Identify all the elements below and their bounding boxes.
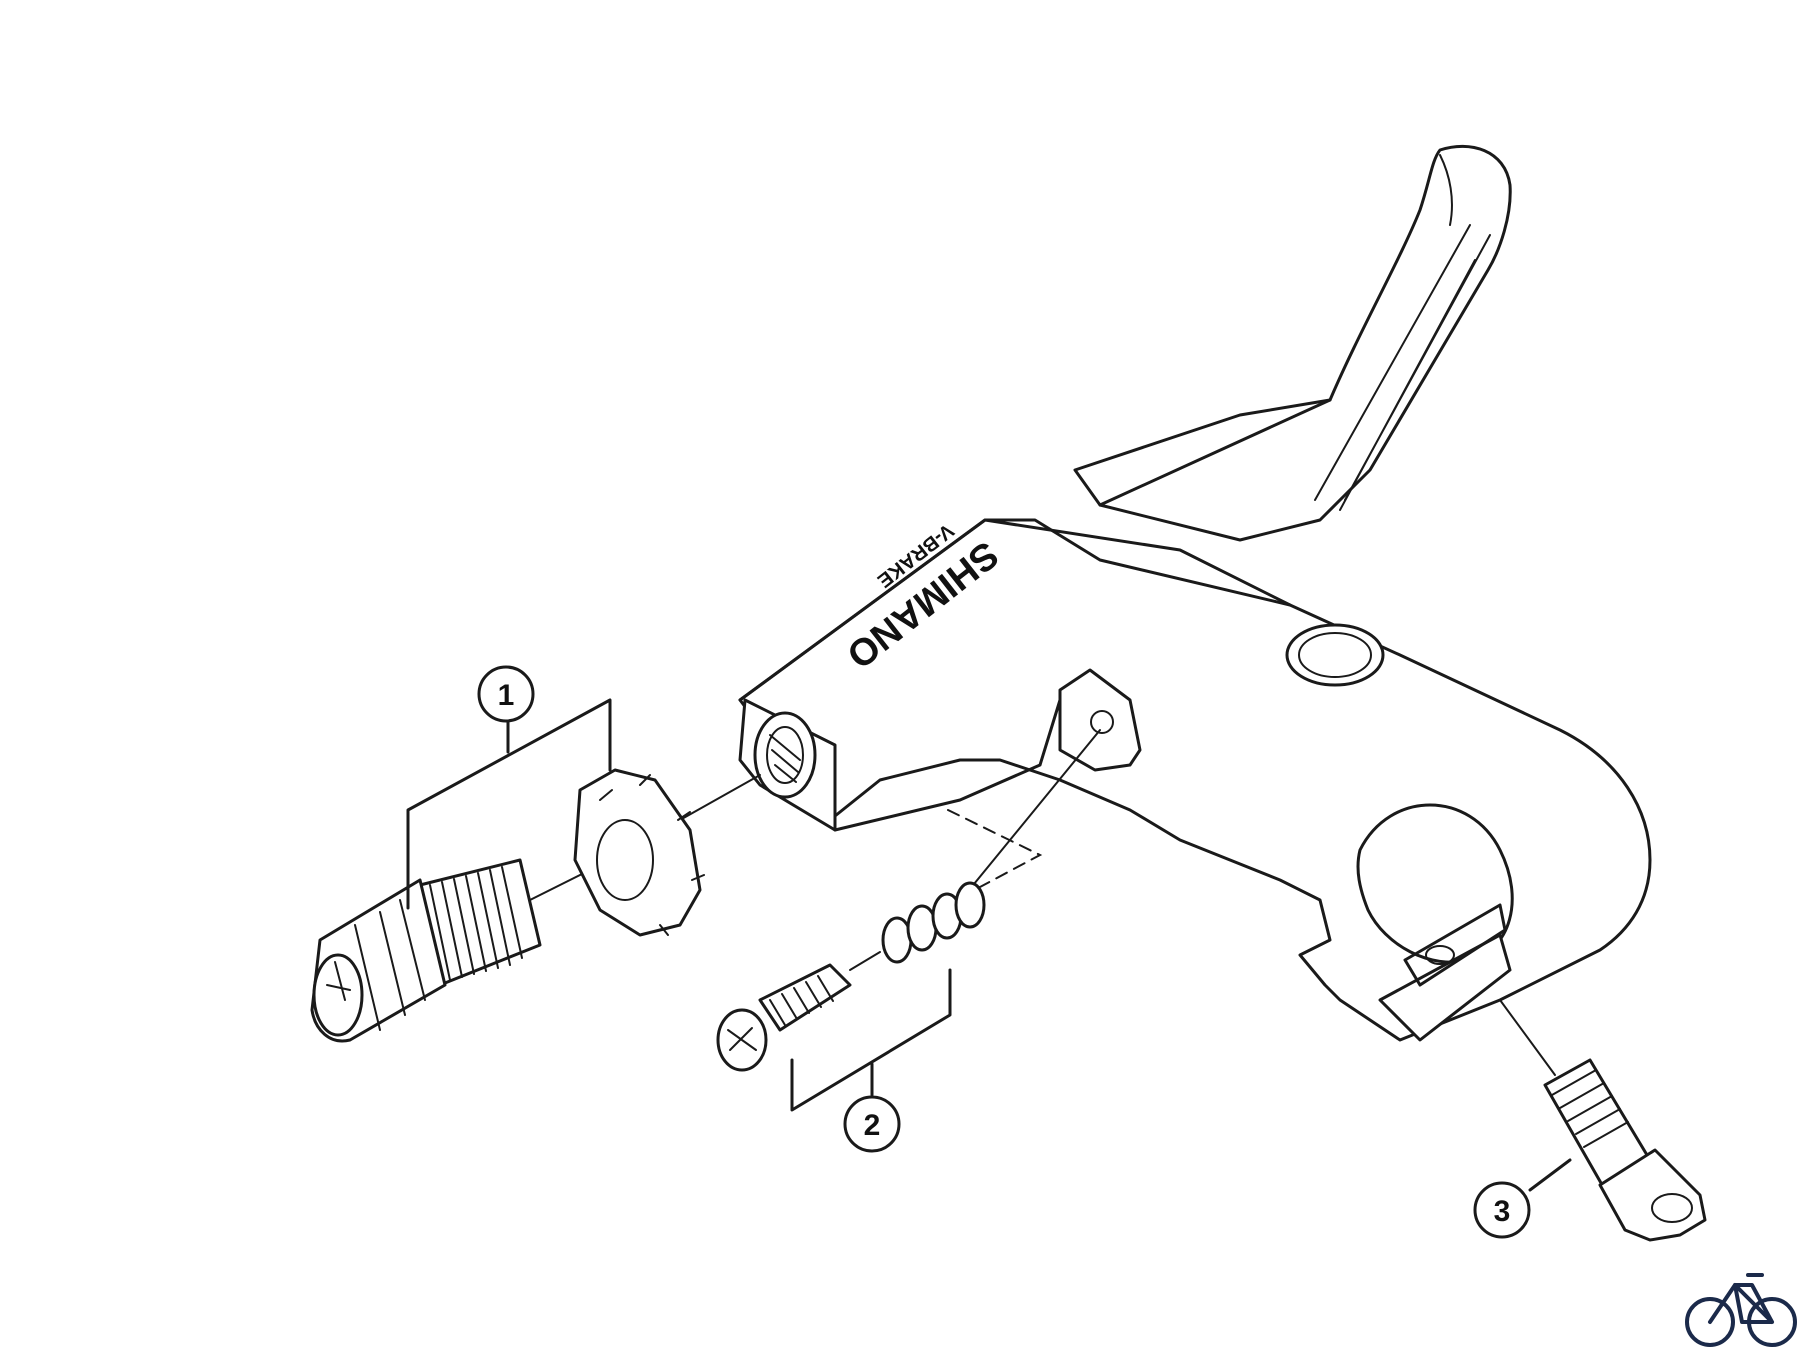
housing-top-edge bbox=[738, 518, 1292, 702]
barrel-thread-lines bbox=[429, 866, 523, 981]
barrel-knurl-lines bbox=[326, 899, 426, 1031]
axis-line-screw-boss bbox=[964, 729, 1101, 896]
reach-screw-boss bbox=[1058, 668, 1142, 772]
axis-line-clamp-bolt bbox=[1499, 999, 1556, 1076]
lever-blade-underside bbox=[1073, 398, 1332, 507]
clamp-bolt-head bbox=[1598, 1148, 1707, 1242]
callout-3-leader bbox=[1528, 1158, 1572, 1192]
reach-screw-head-slot bbox=[727, 1027, 757, 1051]
callout-2-number: 2 bbox=[864, 1109, 881, 1142]
brake-lever-body: SHIMANO V-BRAKE bbox=[738, 144, 1652, 1042]
lock-ring-notches bbox=[599, 774, 705, 936]
lever-blade-ridge bbox=[1314, 154, 1491, 511]
pivot-cap-outer bbox=[1285, 623, 1385, 687]
reach-screw-shaft bbox=[758, 963, 852, 1032]
reach-screw-tip bbox=[849, 951, 881, 971]
part-1-adjusting-barrel bbox=[310, 768, 705, 1043]
callout-2: 2 bbox=[843, 1095, 901, 1153]
part-2-reach-screw-spring bbox=[716, 881, 986, 1072]
housing-under-edge bbox=[833, 698, 1062, 832]
bicycle-icon bbox=[1685, 1273, 1797, 1347]
lock-ring bbox=[573, 768, 702, 937]
clamp-bolt-socket bbox=[1651, 1193, 1693, 1223]
callout-3: 3 bbox=[1473, 1181, 1531, 1239]
barrel-socket-hole bbox=[753, 711, 817, 799]
clamp-split-slot bbox=[1403, 903, 1507, 987]
callout-2-bracket bbox=[790, 968, 952, 1112]
clamp-bolt-threads bbox=[1551, 1069, 1629, 1148]
clamp-bolt-hole bbox=[1425, 945, 1455, 965]
barrel-socket-thread bbox=[766, 726, 804, 784]
callout-3-number: 3 bbox=[1494, 1195, 1511, 1228]
callout-1: 1 bbox=[477, 665, 535, 723]
reach-spring bbox=[881, 881, 986, 964]
lock-ring-hole bbox=[596, 819, 654, 901]
lever-blade bbox=[1098, 144, 1512, 542]
axis-line-screw-dashed bbox=[947, 809, 1043, 896]
callout-1-number: 1 bbox=[498, 679, 515, 712]
socket-thread-lines bbox=[769, 734, 801, 783]
barrel-end-opening bbox=[312, 953, 364, 1037]
axis-line-socket bbox=[679, 774, 761, 821]
reach-screw-hole bbox=[1090, 710, 1114, 734]
pivot-cap-inner bbox=[1298, 632, 1372, 678]
part-3-clamp-bolt bbox=[1543, 1058, 1707, 1242]
clamp-split-block bbox=[1378, 933, 1512, 1042]
reach-screw-threads bbox=[769, 975, 834, 1026]
callout-1-bracket bbox=[406, 698, 612, 910]
